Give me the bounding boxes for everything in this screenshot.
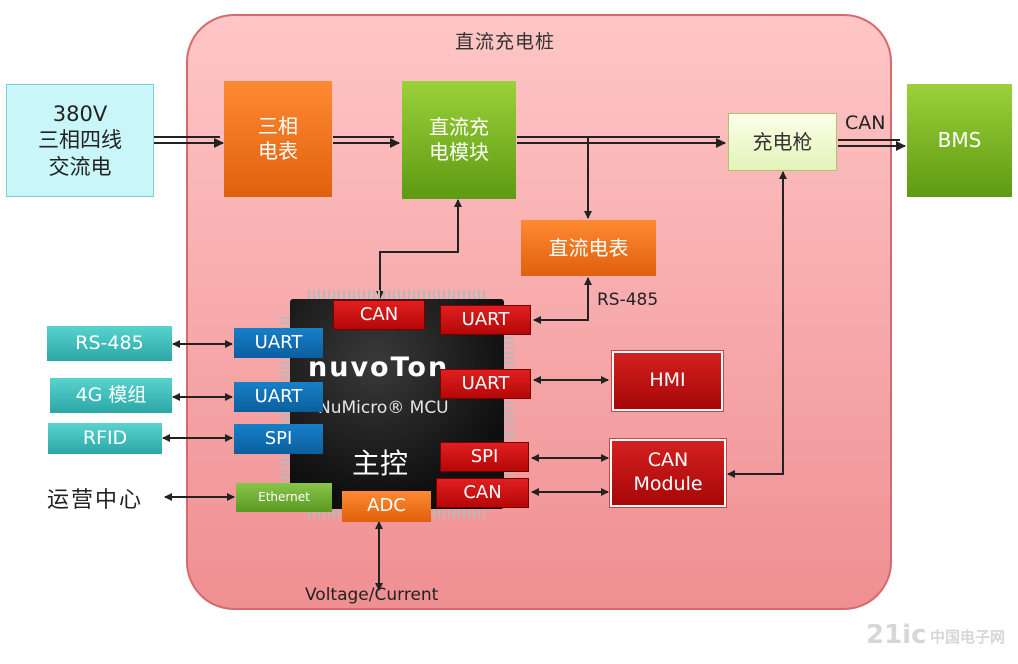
mcu-pins-top [308, 290, 486, 300]
nuvoton-logo: nuvoTon [308, 352, 450, 383]
ac-source-line2: 三相四线 [38, 128, 122, 153]
can-module-line1: CAN [647, 449, 689, 472]
mcu-uart-left-1-port: UART [234, 328, 323, 358]
meter-line1: 三相 [258, 114, 298, 138]
meter-line2: 电表 [258, 139, 298, 163]
ac-source-line1: 380V [52, 102, 108, 127]
rs485-link-label: RS-485 [597, 290, 659, 310]
dc-module-line2: 电模块 [429, 140, 489, 164]
dc-module-line1: 直流充 [429, 115, 489, 139]
mcu-uart-right-mid-port: UART [440, 369, 531, 399]
dc-charging-module-box: 直流充 电模块 [402, 81, 516, 199]
operations-center-label: 运营中心 [47, 488, 144, 513]
charging-gun-box: 充电枪 [728, 113, 837, 171]
mcu-spi-right-port: SPI [440, 442, 529, 472]
dc-meter-box: 直流电表 [521, 220, 656, 276]
ac-source-box: 380V 三相四线 交流电 [6, 84, 154, 197]
three-phase-meter-box: 三相 电表 [224, 81, 332, 197]
ac-source-line3: 交流电 [48, 154, 112, 179]
voltage-current-label: Voltage/Current [305, 585, 439, 605]
rs485-box: RS-485 [47, 326, 172, 361]
mcu-can-right-port: CAN [436, 478, 529, 508]
mcu-uart-left-2-port: UART [234, 382, 323, 412]
hmi-box: HMI [612, 351, 723, 411]
mcu-can-top-port: CAN [333, 300, 425, 330]
mcu-ethernet-port: Ethernet [236, 483, 332, 512]
mcu-uart-right-top-port: UART [440, 305, 531, 335]
can-module-box: CAN Module [610, 439, 726, 507]
mcu-pins-right [504, 316, 514, 494]
diagram-title: 直流充电桩 [455, 31, 556, 53]
watermark-sub: 中国电子网 [930, 628, 1006, 646]
bms-box: BMS [907, 84, 1012, 197]
4g-module-box: 4G 模组 [50, 378, 172, 413]
mcu-main-label: 主控 [352, 447, 409, 480]
rfid-box: RFID [48, 423, 162, 454]
mcu-spi-left-port: SPI [234, 424, 323, 454]
watermark-logo: 21ic [866, 620, 927, 650]
can-module-line2: Module [633, 473, 703, 495]
can-link-label: CAN [845, 112, 886, 134]
mcu-name: NuMicro® MCU [318, 398, 449, 418]
mcu-adc-port: ADC [342, 491, 431, 522]
